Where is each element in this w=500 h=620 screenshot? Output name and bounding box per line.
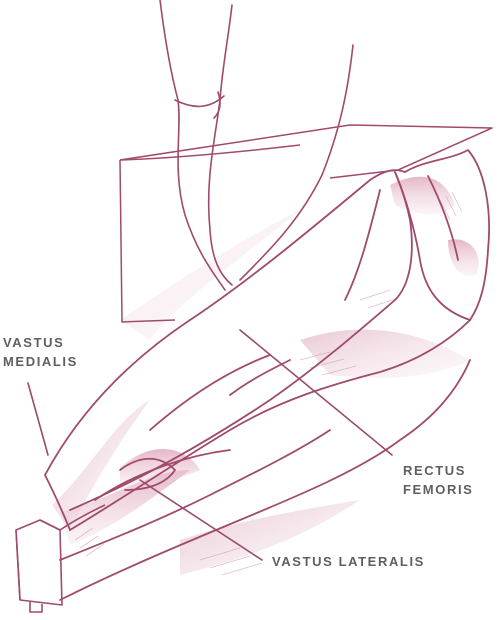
leader-lines: [27, 329, 393, 561]
label-rectus-femoris-line1: RECTUS: [403, 463, 467, 478]
knee-block: [15, 504, 106, 613]
hatching: [74, 191, 463, 576]
label-vastus-lateralis: VASTUS LATERALIS: [272, 552, 425, 571]
leader-rectus-femoris: [239, 329, 393, 456]
label-rectus-femoris-line2: FEMORIS: [403, 482, 474, 497]
label-vastus-lateralis-text: VASTUS LATERALIS: [272, 554, 425, 569]
perspective-box: [119, 124, 493, 323]
thigh-outline: [44, 149, 490, 601]
leader-vastus-medialis: [27, 382, 49, 456]
pelvis-lines: [159, 0, 354, 291]
label-vastus-medialis: VASTUS MEDIALIS: [3, 333, 78, 371]
leader-vastus-lateralis: [139, 479, 263, 561]
label-vastus-medialis-line1: VASTUS: [3, 335, 65, 350]
label-rectus-femoris: RECTUS FEMORIS: [403, 461, 473, 499]
label-vastus-medialis-line2: MEDIALIS: [3, 354, 78, 369]
shading: [52, 176, 479, 575]
